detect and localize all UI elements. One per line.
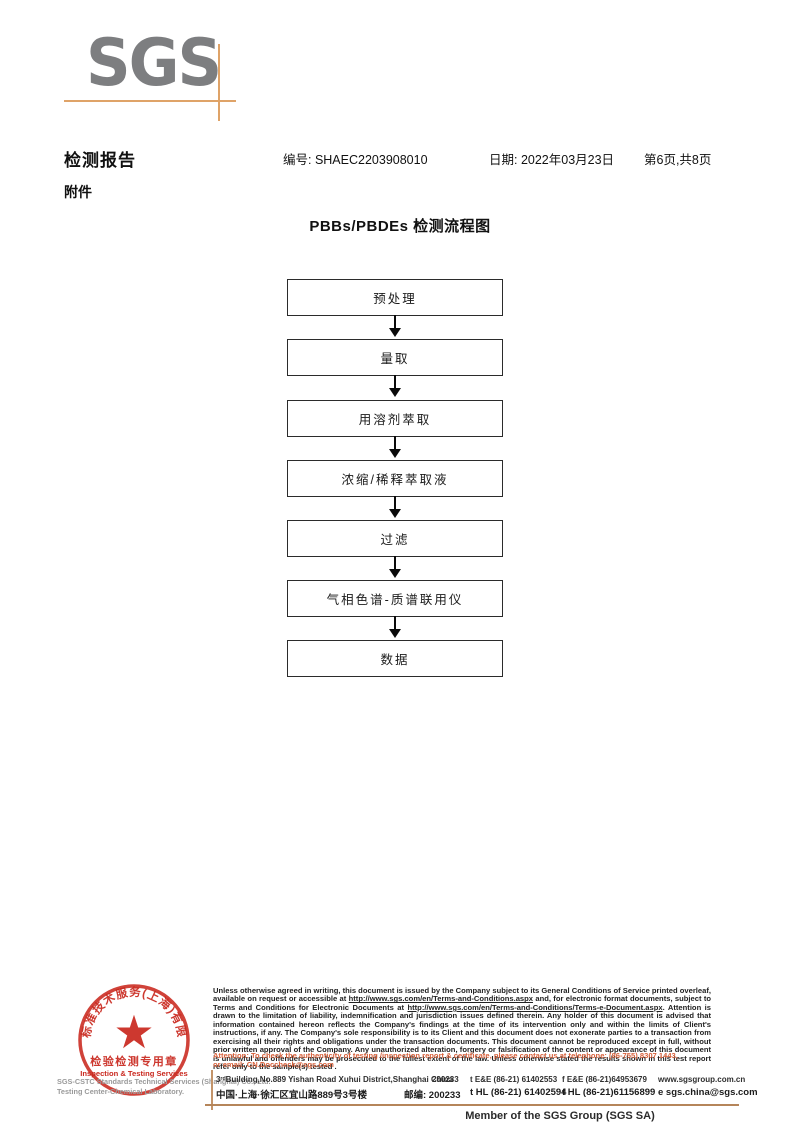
fax-ee: f E&E (86-21)64953679 bbox=[562, 1075, 647, 1084]
report-number: 编号: SHAEC2203908010 bbox=[283, 153, 428, 167]
flow-step-data: 数据 bbox=[287, 640, 503, 677]
stamp-star-icon: ★ bbox=[113, 1006, 154, 1058]
company-lab-en: Testing Center-Chemical Laboratory. bbox=[57, 1086, 185, 1096]
attention-notice: Attention: To check the authenticity of … bbox=[213, 1051, 713, 1069]
phone-ee: t E&E (86-21) 61402553 bbox=[470, 1075, 558, 1084]
inspection-stamp-seal: 通标标准技术服务(上海)有限公司 ★ 检验检测专用章 Inspection & … bbox=[56, 976, 190, 1096]
attention-line-2: or email: CN.Doccheck@sgs.com bbox=[213, 1059, 334, 1069]
attachment-label: 附件 bbox=[64, 184, 92, 200]
flowchart-title: PBBs/PBDEs 检测流程图 bbox=[309, 218, 491, 235]
phone-hl: t HL (86-21) 61402594 bbox=[470, 1087, 567, 1098]
down-arrow-icon bbox=[388, 556, 402, 578]
disclaimer-text-1: Unless otherwise agreed in writing, this… bbox=[213, 986, 711, 1004]
down-arrow-icon bbox=[388, 496, 402, 518]
legal-disclaimer: Unless otherwise agreed in writing, this… bbox=[213, 986, 712, 1072]
flow-step-gcms: 气相色谱-质谱联用仪 bbox=[287, 580, 503, 617]
address-cn: 中国·上海·徐汇区宜山路889号3号楼 bbox=[216, 1090, 367, 1101]
company-name-en: SGS-CSTC Standards Technical Services (S… bbox=[57, 1077, 271, 1086]
stamp-center-en: Inspection & Testing Services bbox=[80, 1069, 187, 1078]
fax-hl: f HL (86-21)61156899 bbox=[562, 1087, 656, 1098]
logo-vertical-line bbox=[218, 44, 220, 121]
report-date: 日期: 2022年03月23日 bbox=[489, 153, 615, 167]
website-url: www.sgsgroup.com.cn bbox=[658, 1075, 746, 1084]
sgs-logo: SGS bbox=[86, 24, 222, 101]
address-divider-line bbox=[211, 1070, 213, 1110]
terms-url: http://www.sgs.com/en/Terms-and-Conditio… bbox=[348, 994, 533, 1004]
flow-step-filter: 过滤 bbox=[287, 520, 503, 557]
down-arrow-icon bbox=[388, 315, 402, 337]
email-address: e sgs.china@sgs.com bbox=[658, 1087, 758, 1098]
down-arrow-icon bbox=[388, 436, 402, 458]
footer-separator-line bbox=[205, 1104, 739, 1106]
disclaimer-text-2: and, for electronic format documents, su… bbox=[213, 994, 712, 1012]
flow-step-solvent-extraction: 用溶剂萃取 bbox=[287, 400, 503, 437]
flow-step-concentrate-dilute: 浓缩/稀释萃取液 bbox=[287, 460, 503, 497]
company-name-lines: SGS-CSTC Standards Technical Services (S… bbox=[57, 1077, 271, 1096]
sgs-member-line: Member of the SGS Group (SGS SA) bbox=[465, 1110, 655, 1122]
postcode-en: 200233 bbox=[432, 1075, 459, 1084]
disclaimer-text-3: . Attention is drawn to the limitation o… bbox=[213, 1002, 711, 1072]
logo-horizontal-line bbox=[64, 100, 236, 102]
terms-e-document-url: http://www.sgs.com/en/Terms-and-Conditio… bbox=[407, 1002, 663, 1012]
down-arrow-icon bbox=[388, 375, 402, 397]
stamp-ring bbox=[78, 984, 190, 1096]
stamp-center-cn: 检验检测专用章 bbox=[90, 1054, 178, 1068]
attention-line-1: Attention: To check the authenticity of … bbox=[213, 1051, 678, 1060]
postcode-cn: 邮编: 200233 bbox=[404, 1090, 461, 1101]
down-arrow-icon bbox=[388, 616, 402, 638]
flow-step-pretreatment: 预处理 bbox=[287, 279, 503, 316]
flow-step-measure: 量取 bbox=[287, 339, 503, 376]
report-title: 检测报告 bbox=[64, 151, 136, 170]
page-indicator: 第6页,共8页 bbox=[644, 153, 712, 167]
address-en: 3ʳᵈBuilding,No.889 Yishan Road Xuhui Dis… bbox=[216, 1075, 454, 1084]
